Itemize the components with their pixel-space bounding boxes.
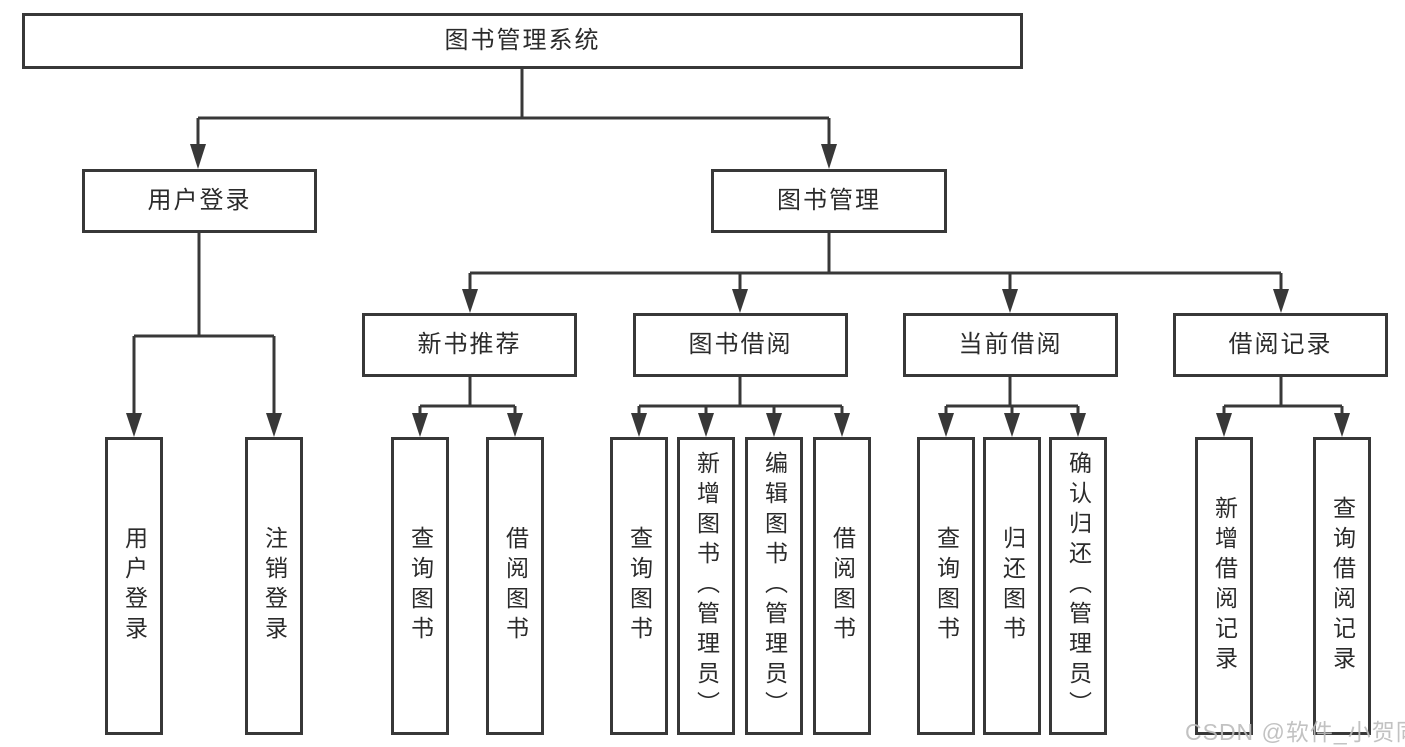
arrow-down-icon (462, 289, 478, 313)
node-label: 用户登录 (121, 526, 148, 646)
node-label: 注销登录 (261, 526, 288, 646)
edge-bookborrow-to-leaves (637, 377, 844, 416)
leaf-query-books-recommend: 查询图书 (391, 437, 449, 735)
node-label: 查询图书 (626, 526, 653, 646)
edge-root-to-level2 (196, 69, 831, 146)
arrow-down-icon (1216, 413, 1232, 437)
leaf-add-borrow-record: 新增借阅记录 (1195, 437, 1253, 735)
arrow-down-icon (1273, 289, 1289, 313)
leaf-add-books-admin: 新增图书（管理员） (677, 437, 735, 735)
csdn-watermark: CSDN @软件_小贺同学 (1185, 719, 1405, 745)
node-label: 归还图书 (999, 526, 1026, 646)
node-label: 确认归还（管理员） (1065, 451, 1092, 721)
leaf-logout: 注销登录 (245, 437, 303, 735)
edge-newbook-to-leaves (418, 377, 517, 416)
arrow-down-icon (698, 413, 714, 437)
leaf-borrow-books: 借阅图书 (813, 437, 871, 735)
node-root-library-system: 图书管理系统 (22, 13, 1023, 69)
node-new-book-recommend: 新书推荐 (362, 313, 577, 377)
node-label: 图书管理 (777, 187, 881, 214)
leaf-edit-books-admin: 编辑图书（管理员） (745, 437, 803, 735)
node-book-borrow: 图书借阅 (633, 313, 848, 377)
leaf-query-borrow-record: 查询借阅记录 (1313, 437, 1371, 735)
arrow-down-icon (631, 413, 647, 437)
leaf-return-books: 归还图书 (983, 437, 1041, 735)
leaf-query-books-current: 查询图书 (917, 437, 975, 735)
node-label: 当前借阅 (958, 331, 1063, 358)
arrow-down-icon (266, 413, 282, 437)
node-label: 新增图书（管理员） (693, 451, 720, 721)
node-label: 图书管理系统 (444, 27, 601, 54)
leaf-borrow-books-recommend: 借阅图书 (486, 437, 544, 735)
arrow-down-icon (126, 413, 142, 437)
node-label: 查询借阅记录 (1329, 496, 1356, 676)
arrow-down-icon (1004, 413, 1020, 437)
node-label: 编辑图书（管理员） (761, 451, 788, 721)
node-label: 查询图书 (407, 526, 434, 646)
arrow-down-icon (834, 413, 850, 437)
node-label: 新书推荐 (417, 331, 522, 358)
node-label: 新增借阅记录 (1211, 496, 1238, 676)
node-label: 查询图书 (933, 526, 960, 646)
node-label: 用户登录 (147, 187, 252, 214)
node-borrow-records: 借阅记录 (1173, 313, 1388, 377)
edge-bookmgmt-to-level3 (468, 233, 1283, 290)
arrow-down-icon (1002, 289, 1018, 313)
arrowhead-icons (126, 144, 1350, 437)
node-label: 借阅图书 (829, 526, 856, 646)
leaf-query-books-borrow: 查询图书 (610, 437, 668, 735)
leaf-user-login: 用户登录 (105, 437, 163, 735)
node-label: 借阅记录 (1228, 331, 1333, 358)
edge-currentborrow-to-leaves (944, 377, 1080, 416)
arrow-down-icon (190, 144, 206, 169)
edge-borrowrecords-to-leaves (1222, 377, 1344, 416)
node-current-borrow: 当前借阅 (903, 313, 1118, 377)
node-label: 借阅图书 (502, 526, 529, 646)
edge-userlogin-to-leaves (132, 233, 276, 416)
node-label: 图书借阅 (688, 331, 793, 358)
arrow-down-icon (766, 413, 782, 437)
node-user-login: 用户登录 (82, 169, 317, 233)
node-book-management: 图书管理 (711, 169, 947, 233)
arrow-down-icon (1334, 413, 1350, 437)
arrow-down-icon (507, 413, 523, 437)
arrow-down-icon (1070, 413, 1086, 437)
leaf-confirm-return-admin: 确认归还（管理员） (1049, 437, 1107, 735)
arrow-down-icon (412, 413, 428, 437)
arrow-down-icon (938, 413, 954, 437)
arrow-down-icon (821, 144, 837, 169)
arrow-down-icon (732, 289, 748, 313)
